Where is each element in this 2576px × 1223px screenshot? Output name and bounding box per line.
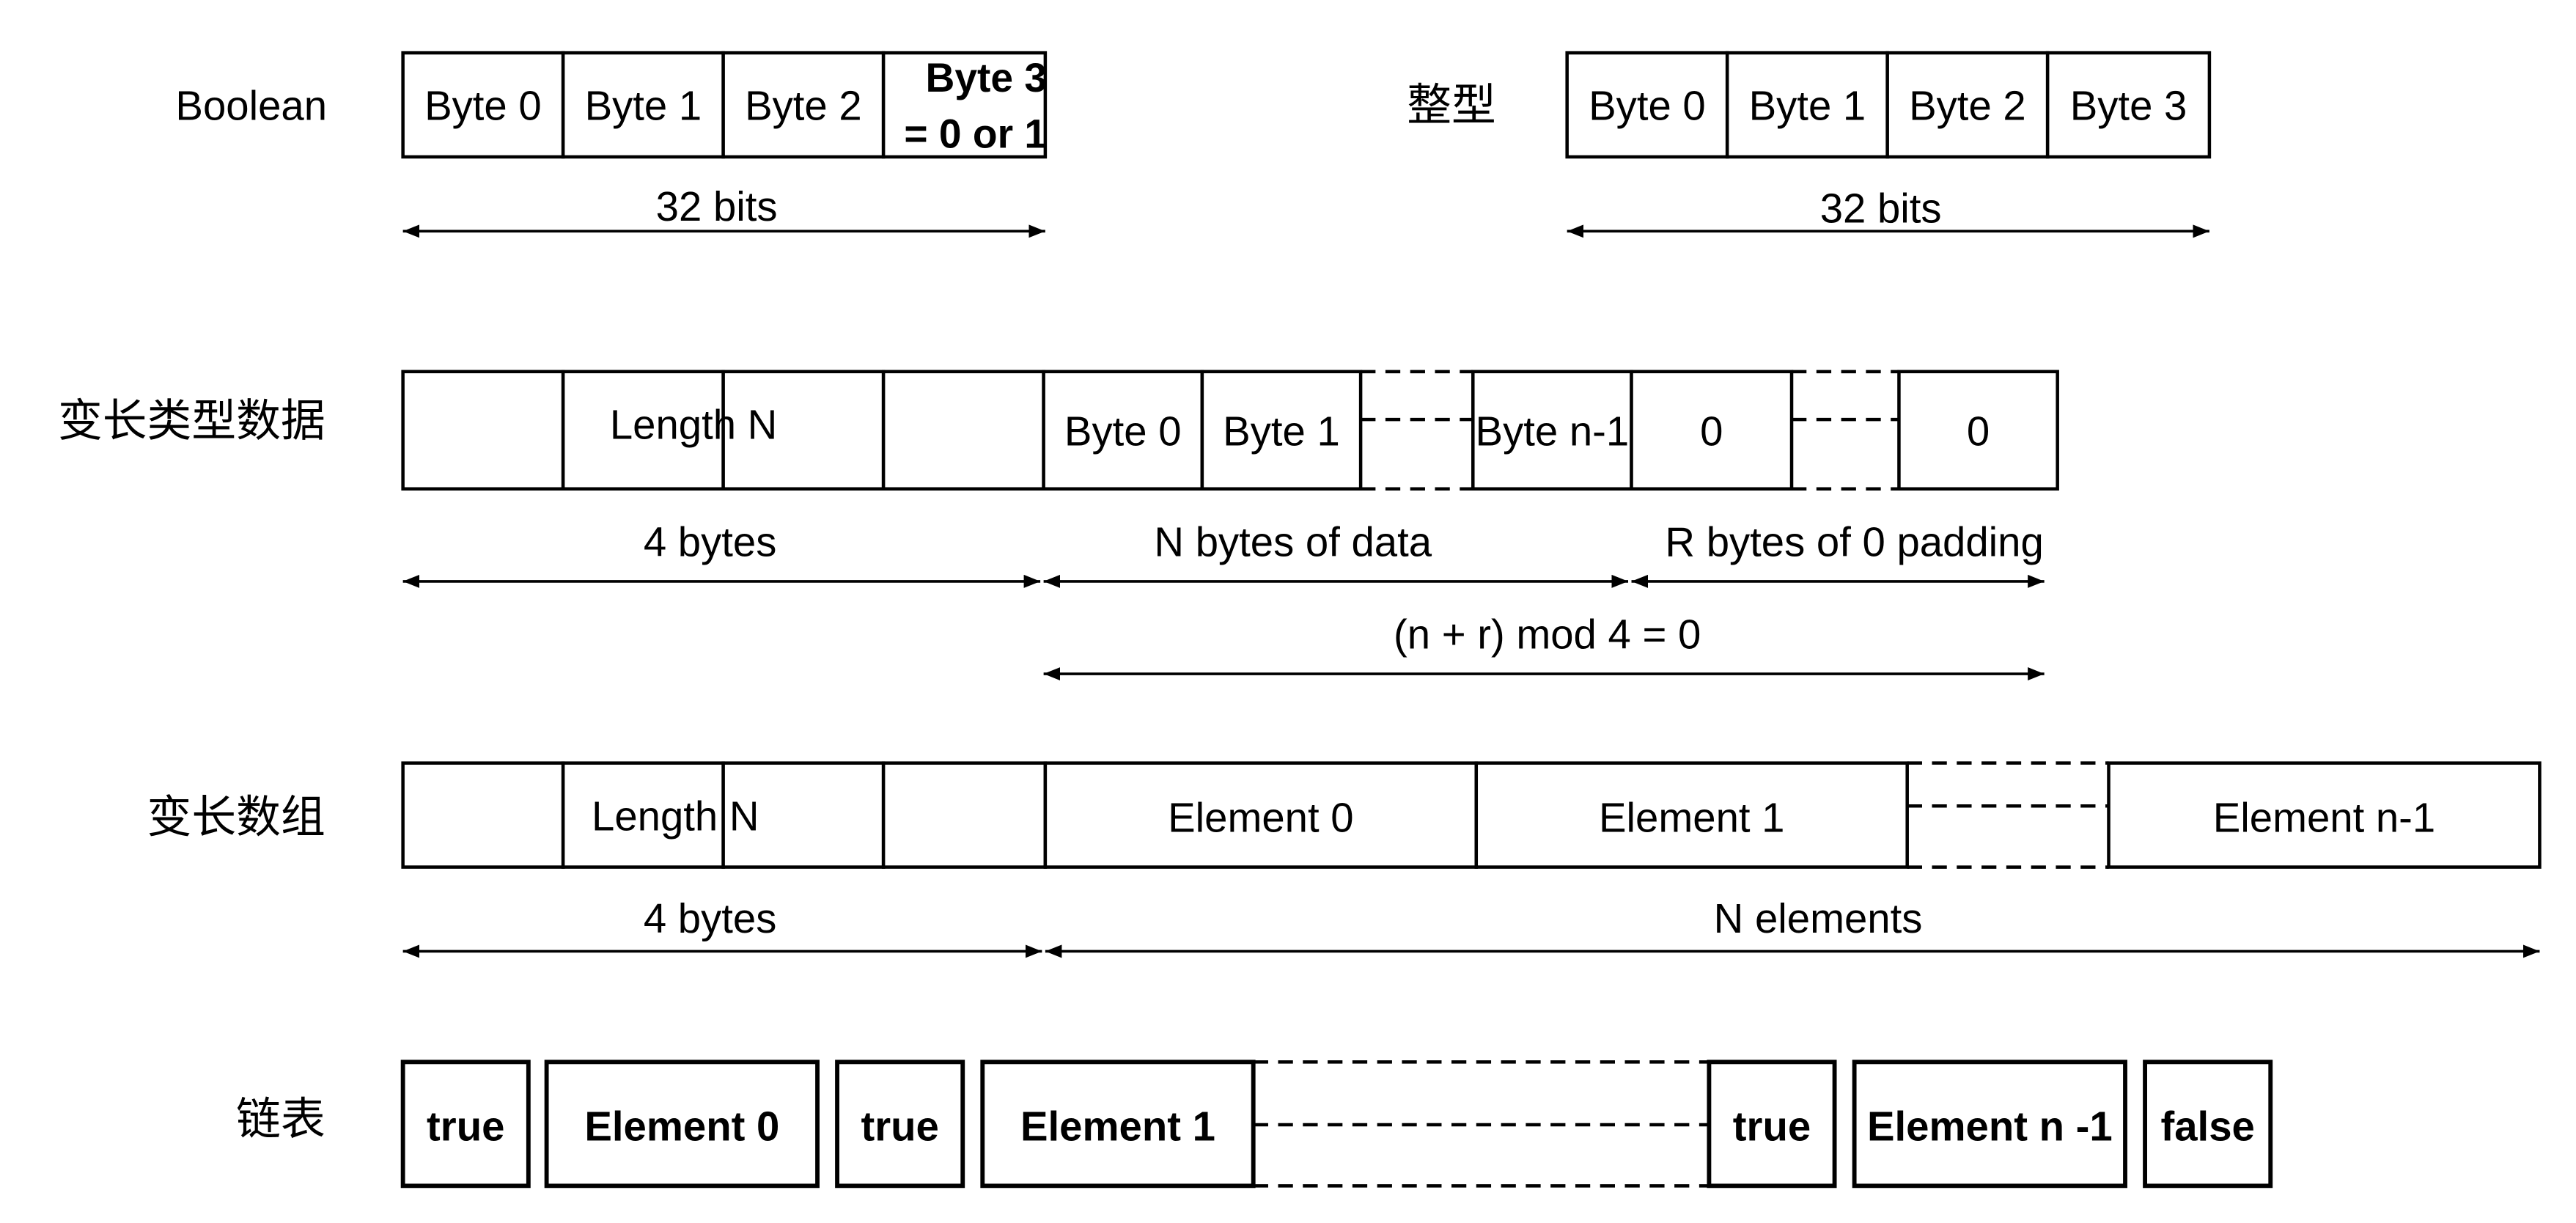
flag-label: false xyxy=(2160,1103,2254,1150)
data-byte-cell xyxy=(1471,370,1633,491)
length-byte-cell xyxy=(401,761,565,869)
byte-label: Byte 2 xyxy=(745,83,862,129)
data-byte-label: Byte 1 xyxy=(1223,408,1340,454)
element-cell xyxy=(544,1059,820,1189)
array-type-label: 变长数组 xyxy=(147,792,325,843)
boolean-type-label: Boolean xyxy=(175,83,327,129)
length-label: Length N xyxy=(592,793,759,839)
byte-cell xyxy=(561,51,725,159)
byte3-value-label: = 0 or 1 xyxy=(904,111,1047,156)
length-byte-cell xyxy=(561,761,725,869)
span-label: R bytes of 0 padding xyxy=(1665,518,2043,565)
byte-label: Byte 0 xyxy=(1589,83,1706,129)
byte-label: Byte 1 xyxy=(585,83,702,129)
flag-cell xyxy=(835,1059,965,1189)
padding-byte-label: 0 xyxy=(1967,408,1990,454)
span-label: 32 bits xyxy=(1820,185,1942,231)
integer-bytes: Byte 0 Byte 1 Byte 2 Byte 3 xyxy=(1565,51,2212,159)
span-label: N elements xyxy=(1714,895,1923,941)
flag-cell xyxy=(2143,1059,2273,1189)
integer-row: 整型 Byte 0 Byte 1 Byte 2 Byte 3 32 bits xyxy=(1407,51,2212,238)
linked-list-type-label: 链表 xyxy=(236,1094,325,1145)
length-field: Length N xyxy=(401,370,1045,491)
length-byte-cell xyxy=(881,761,1048,869)
linked-list-row: 链表 true Element 0 true Element 1 true El… xyxy=(236,1059,2273,1189)
flag-label: true xyxy=(861,1103,938,1150)
span-label: 4 bytes xyxy=(644,895,777,941)
flag-cell xyxy=(1707,1059,1837,1189)
data-byte-label: Byte n-1 xyxy=(1476,408,1630,454)
data-byte-cell xyxy=(1200,370,1363,491)
array-elements: Element 0 Element 1 Element n-1 xyxy=(1043,761,2542,869)
element-cell xyxy=(1852,1059,2127,1189)
byte-cell xyxy=(881,51,1048,159)
flag-label: true xyxy=(427,1103,504,1150)
opaque-row: 变长类型数据 Length N Byte 0 Byte 1 Byte n-1 0 xyxy=(58,370,2059,681)
opaque-type-label: 变长类型数据 xyxy=(58,395,325,447)
byte3-label: Byte 3 xyxy=(926,55,1048,100)
data-byte-label: Byte 0 xyxy=(1064,408,1182,454)
padding-byte-cell xyxy=(1897,370,2059,491)
length-byte-cell xyxy=(401,370,565,491)
integer-type-label: 整型 xyxy=(1407,80,1496,131)
boolean-bytes: Byte 0 Byte 1 Byte 2 Byte 3 = 0 or 1 xyxy=(401,51,1048,159)
element-cell xyxy=(1474,761,1909,869)
length-byte-cell xyxy=(881,370,1045,491)
alignment-rule-label: (n + r) mod 4 = 0 xyxy=(1394,611,1701,657)
element-label: Element 0 xyxy=(1168,795,1353,841)
byte-cell xyxy=(721,51,886,159)
data-byte-cell xyxy=(1042,370,1204,491)
data-bytes: Byte 0 Byte 1 Byte n-1 xyxy=(1042,370,1633,491)
array-row: 变长数组 Length N Element 0 Element 1 Elemen… xyxy=(147,761,2542,958)
byte-label: Byte 3 xyxy=(2070,83,2187,129)
element-cell xyxy=(2107,761,2542,869)
element-label: Element 1 xyxy=(1020,1103,1215,1150)
byte-cell xyxy=(401,51,565,159)
element-label: Element 0 xyxy=(584,1103,779,1150)
length-field: Length N xyxy=(401,761,1048,869)
length-byte-cell xyxy=(721,370,886,491)
length-byte-cell xyxy=(721,761,886,869)
flag-cell xyxy=(400,1059,531,1189)
span-label: N bytes of data xyxy=(1154,518,1432,565)
byte-label: Byte 2 xyxy=(1909,83,2026,129)
boolean-row: Boolean Byte 0 Byte 1 Byte 2 Byte 3 = 0 … xyxy=(175,51,1048,238)
element-label: Element n -1 xyxy=(1867,1103,2113,1150)
padding-byte-label: 0 xyxy=(1700,408,1723,454)
element-cell xyxy=(980,1059,1256,1189)
element-cell xyxy=(1043,761,1479,869)
padding-byte-cell xyxy=(1630,370,1794,491)
byte-label: Byte 0 xyxy=(424,83,542,129)
length-byte-cell xyxy=(561,370,725,491)
span-label: 4 bytes xyxy=(644,518,777,565)
length-label: Length N xyxy=(610,401,778,447)
span-label: 32 bits xyxy=(656,183,778,229)
byte-cell xyxy=(2045,51,2212,159)
flag-label: true xyxy=(1733,1103,1811,1150)
element-label: Element n-1 xyxy=(2213,795,2436,841)
byte-label: Byte 1 xyxy=(1749,83,1866,129)
element-label: Element 1 xyxy=(1599,795,1784,841)
padding-bytes: 0 0 xyxy=(1630,370,2059,491)
